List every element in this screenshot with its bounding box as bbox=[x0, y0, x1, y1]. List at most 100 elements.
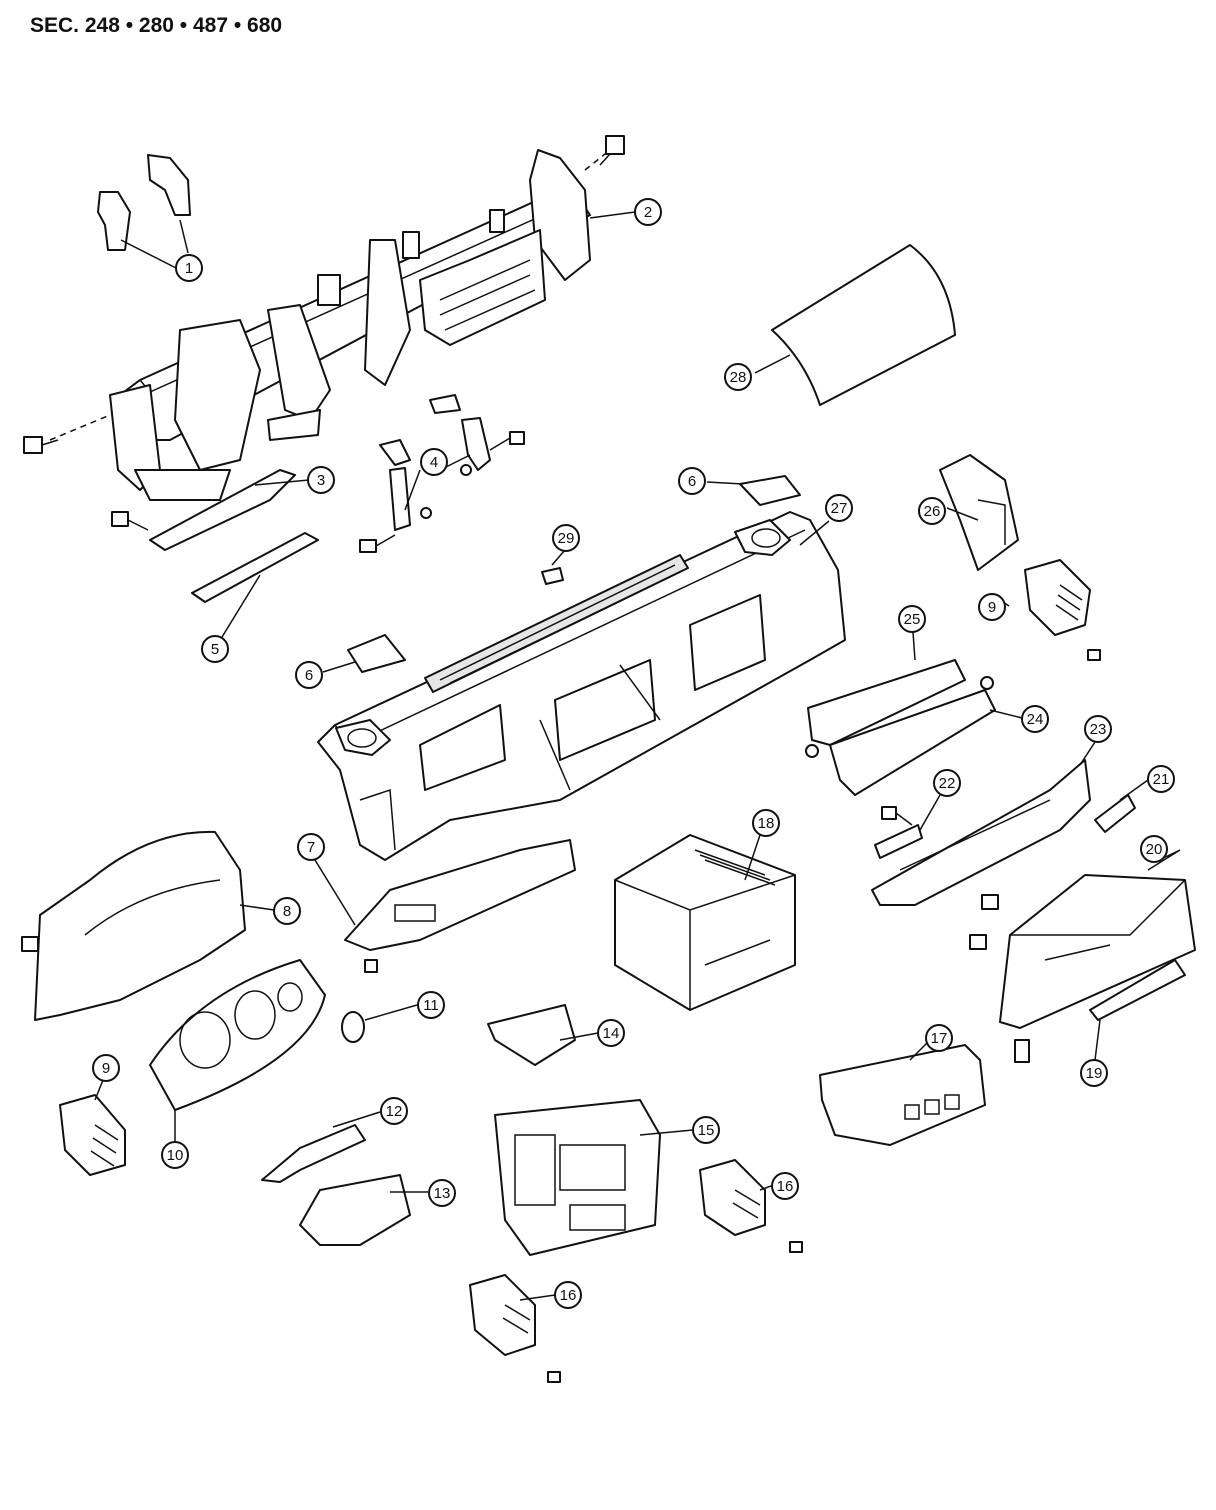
finisher-part-14 bbox=[487, 1004, 576, 1066]
callout-12: 12 bbox=[380, 1097, 408, 1125]
panel-part-24 bbox=[829, 689, 996, 796]
screw-part-24 bbox=[805, 744, 819, 758]
svg-text:11: 11 bbox=[423, 997, 439, 1014]
callout-8: 8 bbox=[273, 897, 301, 925]
audio-unit-part-18 bbox=[614, 834, 796, 1011]
lower-cover-part-23 bbox=[871, 759, 1091, 906]
callout-15: 15 bbox=[692, 1116, 720, 1144]
column-cover-upper-part-12 bbox=[261, 1124, 366, 1183]
svg-text:21: 21 bbox=[1153, 771, 1170, 788]
lid-part-25 bbox=[807, 659, 966, 746]
callout-13: 13 bbox=[428, 1179, 456, 1207]
callout-14: 14 bbox=[597, 1019, 625, 1047]
column-cover-lower-part-13 bbox=[299, 1174, 411, 1246]
combination-meter-part-10 bbox=[149, 959, 326, 1111]
callout-24: 24 bbox=[1021, 705, 1049, 733]
callout-27: 27 bbox=[825, 494, 853, 522]
svg-text:16: 16 bbox=[777, 1178, 794, 1195]
callout-21: 21 bbox=[1147, 765, 1175, 793]
svg-text:13: 13 bbox=[434, 1185, 451, 1202]
cover-part-6-upper bbox=[739, 475, 801, 506]
callout-6-lower: 6 bbox=[295, 661, 323, 689]
lower-panel-part-7 bbox=[344, 839, 576, 973]
svg-text:5: 5 bbox=[211, 641, 219, 658]
lower-center-panel-part-17 bbox=[819, 1044, 986, 1146]
cluster-lid-part-8 bbox=[21, 830, 246, 1021]
callout-9-right: 9 bbox=[978, 593, 1006, 621]
callout-5: 5 bbox=[201, 635, 229, 663]
instrument-panel-part-27 bbox=[317, 511, 846, 861]
side-vent-left-part-9 bbox=[59, 1094, 126, 1176]
callout-3: 3 bbox=[307, 466, 335, 494]
svg-text:28: 28 bbox=[730, 369, 747, 386]
bolt-steering-member-left bbox=[23, 436, 59, 454]
callout-17: 17 bbox=[925, 1024, 953, 1052]
bracket-part-4 bbox=[359, 394, 525, 553]
svg-text:24: 24 bbox=[1027, 711, 1044, 728]
callout-26: 26 bbox=[918, 497, 946, 525]
callout-29: 29 bbox=[552, 524, 580, 552]
callout-28: 28 bbox=[724, 363, 752, 391]
cover-part-6-lower bbox=[347, 634, 406, 673]
svg-text:17: 17 bbox=[931, 1030, 948, 1047]
callout-20: 20 bbox=[1140, 835, 1168, 863]
svg-text:22: 22 bbox=[939, 775, 956, 792]
svg-text:23: 23 bbox=[1090, 721, 1107, 738]
svg-text:9: 9 bbox=[102, 1060, 110, 1077]
svg-text:6: 6 bbox=[305, 667, 313, 684]
airbag-lid-part-28 bbox=[771, 244, 956, 406]
steering-member-part-2 bbox=[109, 149, 591, 501]
bolt-steering-member-right bbox=[599, 135, 625, 166]
callout-16-lower: 16 bbox=[554, 1281, 582, 1309]
svg-text:7: 7 bbox=[307, 839, 315, 856]
section-reference-header: SEC. 248 • 280 • 487 • 680 bbox=[30, 14, 283, 37]
callout-4: 4 bbox=[420, 448, 448, 476]
svg-text:8: 8 bbox=[283, 903, 291, 920]
svg-text:12: 12 bbox=[386, 1103, 403, 1120]
callout-2: 2 bbox=[634, 198, 662, 226]
svg-text:6: 6 bbox=[688, 473, 696, 490]
svg-text:4: 4 bbox=[430, 454, 438, 471]
callout-10: 10 bbox=[161, 1141, 189, 1169]
svg-text:16: 16 bbox=[560, 1287, 577, 1304]
lock-part-19 bbox=[1089, 959, 1186, 1021]
callout-6-upper: 6 bbox=[678, 467, 706, 495]
callout-9-left: 9 bbox=[92, 1054, 120, 1082]
clip-part-29 bbox=[541, 567, 564, 585]
callout-11: 11 bbox=[417, 991, 445, 1019]
callout-1: 1 bbox=[175, 254, 203, 282]
center-vent-part-16-right bbox=[699, 1159, 803, 1253]
ring-part-11 bbox=[341, 1011, 365, 1043]
svg-text:3: 3 bbox=[317, 472, 325, 489]
svg-text:18: 18 bbox=[758, 815, 775, 832]
svg-text:20: 20 bbox=[1146, 841, 1163, 858]
bracket-part-1 bbox=[97, 154, 191, 251]
svg-text:14: 14 bbox=[603, 1025, 620, 1042]
strip-part-5 bbox=[191, 532, 319, 603]
svg-text:9: 9 bbox=[988, 599, 996, 616]
cover-part-21 bbox=[1094, 794, 1136, 833]
callout-23: 23 bbox=[1084, 715, 1112, 743]
callout-18: 18 bbox=[752, 809, 780, 837]
side-cover-part-26 bbox=[939, 454, 1019, 571]
bolt-part-3 bbox=[111, 511, 149, 531]
callout-19: 19 bbox=[1080, 1059, 1108, 1087]
bracket-part-22 bbox=[874, 806, 923, 859]
callout-25: 25 bbox=[898, 605, 926, 633]
svg-text:2: 2 bbox=[644, 204, 652, 221]
svg-text:15: 15 bbox=[698, 1122, 715, 1139]
screw-part-25 bbox=[980, 676, 994, 690]
svg-text:26: 26 bbox=[924, 503, 941, 520]
center-cluster-part-15 bbox=[494, 1099, 661, 1256]
svg-text:25: 25 bbox=[904, 611, 921, 628]
svg-text:27: 27 bbox=[831, 500, 848, 517]
side-vent-right-part-9 bbox=[1024, 559, 1101, 661]
callout-22: 22 bbox=[933, 769, 961, 797]
svg-text:19: 19 bbox=[1086, 1065, 1103, 1082]
reinforcement-part-3 bbox=[149, 469, 296, 551]
leader-lines bbox=[94, 211, 1181, 1301]
svg-text:1: 1 bbox=[185, 260, 193, 277]
svg-text:29: 29 bbox=[558, 530, 575, 547]
callout-7: 7 bbox=[297, 833, 325, 861]
